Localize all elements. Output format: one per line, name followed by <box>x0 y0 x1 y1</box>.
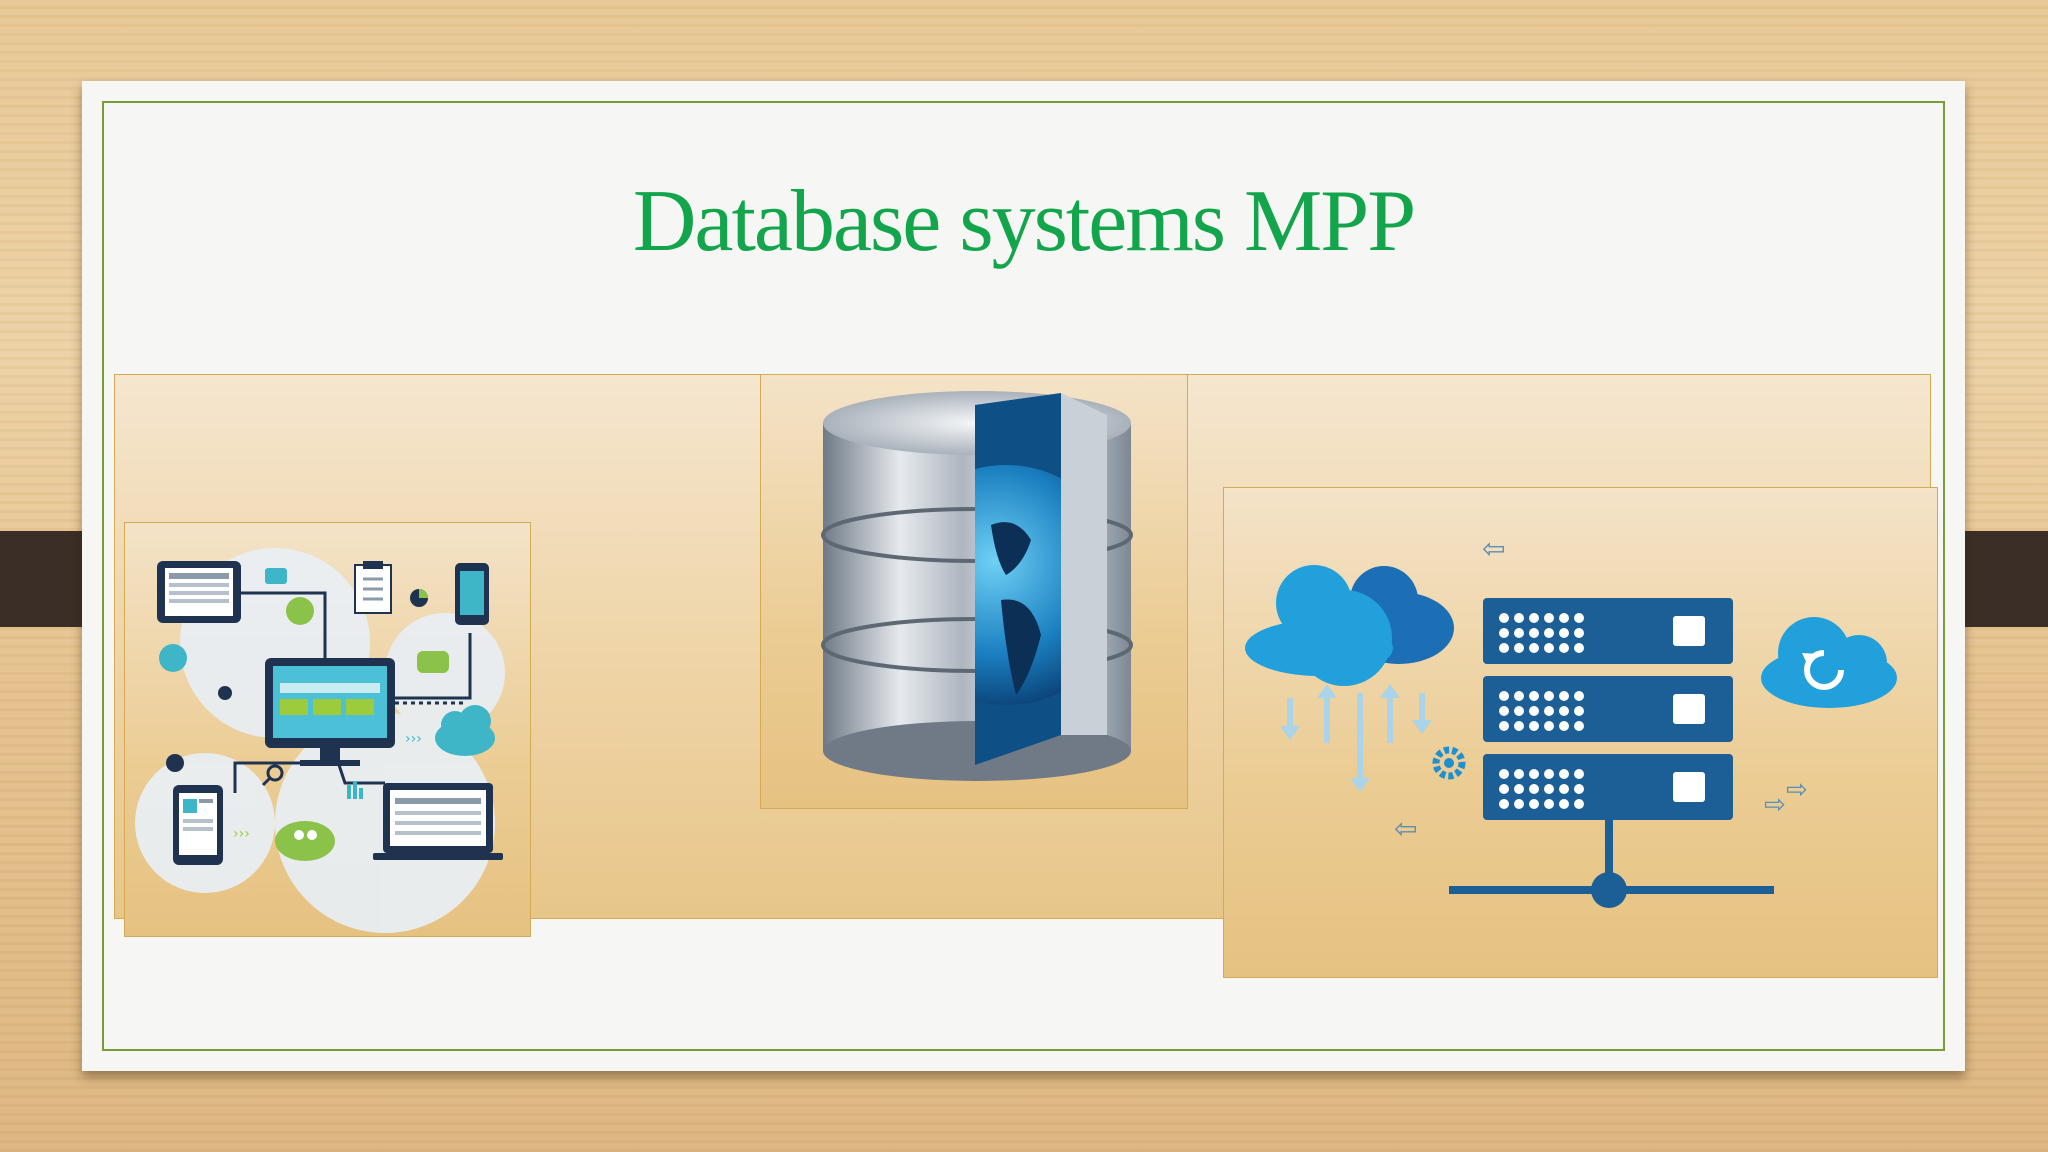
cloud-icon <box>1245 565 1454 686</box>
globe-icon <box>975 393 1107 765</box>
cloud-server-illustration: ⇦ ⇦ ⇨ ⇨ <box>1223 487 1938 978</box>
database-globe-illustration <box>760 374 1188 809</box>
network-devices-illustration: ››› ››› <box>124 522 531 937</box>
arrow-icon: ⇦ <box>1394 812 1417 845</box>
svg-text:›››: ››› <box>405 731 422 747</box>
arrow-icon: ⇨ <box>1786 775 1808 805</box>
tablet-icon <box>173 785 223 865</box>
gear-icon <box>1432 746 1466 780</box>
laptop-icon <box>373 783 503 860</box>
slide: Database systems MPP <box>82 81 1965 1071</box>
smartphone-icon <box>455 563 489 625</box>
server-rack-icon <box>1449 598 1774 908</box>
slide-title: Database systems MPP <box>632 173 1416 270</box>
svg-text:›››: ››› <box>233 826 250 842</box>
slide-frame <box>102 101 1945 1051</box>
refresh-icon <box>1761 617 1897 708</box>
arrow-icon: ⇨ <box>1764 790 1786 820</box>
monitor-icon <box>265 658 395 766</box>
arrow-icon: ⇦ <box>1482 532 1505 565</box>
tablet-icon <box>157 561 241 623</box>
cloud-icon <box>435 705 495 756</box>
